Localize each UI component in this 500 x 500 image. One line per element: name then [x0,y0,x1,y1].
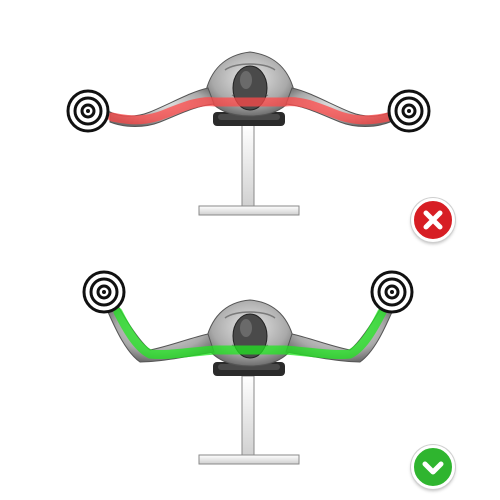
dumbbell-left [82,270,126,314]
correct-form-highlight [113,307,387,360]
cross-mark-icon [423,210,443,230]
incorrect-badge [411,198,455,242]
incorrect-form-highlight [107,97,393,125]
incorrect-form-panel [66,51,455,242]
dumbbell-left [66,89,110,133]
dumbbell-right [370,270,414,314]
correct-form-illustration [82,270,414,465]
incorrect-form-illustration [66,51,431,216]
bench [198,112,300,216]
bench [198,362,300,465]
check-mark-icon [422,461,444,475]
correct-form-panel [0,250,500,500]
correct-badge [411,445,455,489]
dumbbell-right [387,89,431,133]
